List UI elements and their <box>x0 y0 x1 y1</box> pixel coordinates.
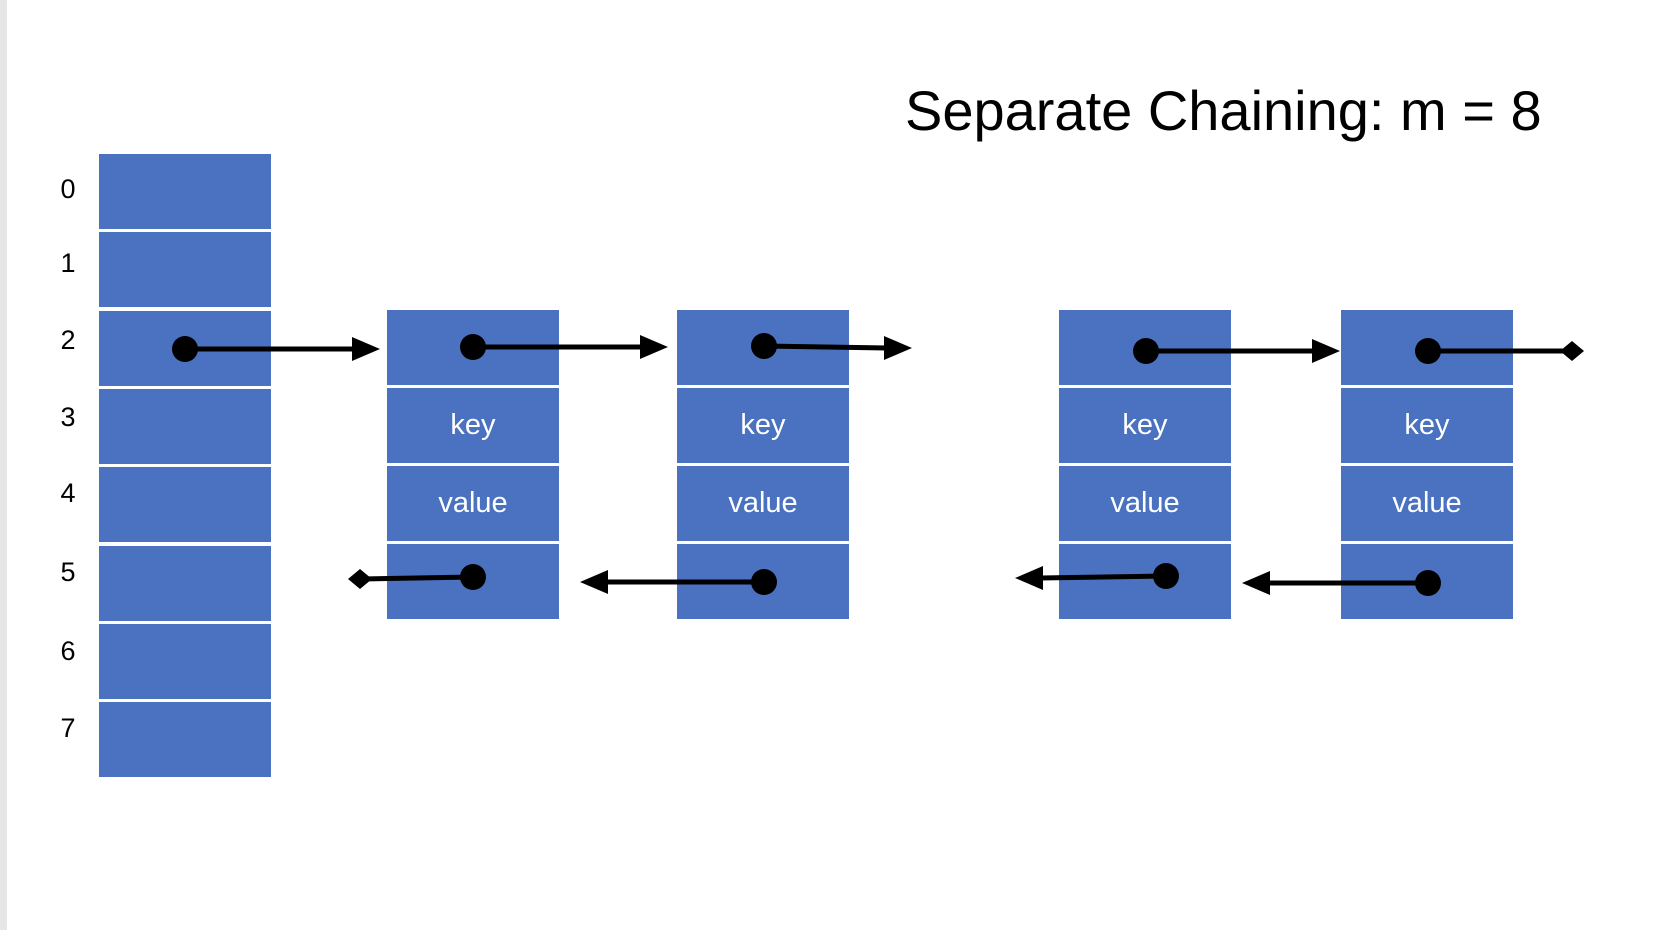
index-label-7: 7 <box>60 713 76 743</box>
table-slot-7 <box>99 702 271 777</box>
node-1-prev-null-arrow <box>348 564 486 590</box>
node-1-key-cell: key <box>387 388 559 463</box>
node-1-value-cell: value <box>387 466 559 541</box>
slot-2-to-node-1-arrow <box>172 336 380 362</box>
node-4-next-null-arrow <box>1415 338 1584 364</box>
index-label-1: 1 <box>60 248 76 278</box>
diagram-title: Separate Chaining: m = 8 <box>905 79 1542 142</box>
table-slot-6 <box>99 624 271 699</box>
node-2-key-cell: key <box>677 388 849 463</box>
index-label-2: 2 <box>60 325 76 355</box>
node-2-value-cell: value <box>677 466 849 541</box>
node-3-prev-cell <box>1059 544 1231 619</box>
index-label-3: 3 <box>60 402 76 432</box>
node-3-prev-arrow <box>1015 563 1179 590</box>
table-slot-0 <box>99 154 271 229</box>
index-label-6: 6 <box>60 636 76 666</box>
left-edge-bar <box>0 0 7 930</box>
table-slot-4 <box>99 467 271 542</box>
node-2-prev-arrow <box>580 569 777 595</box>
index-label-0: 0 <box>60 174 76 204</box>
table-slot-1 <box>99 232 271 307</box>
node-1-next-arrow <box>460 334 668 360</box>
table-slot-5 <box>99 546 271 621</box>
node-3-value-cell: value <box>1059 466 1231 541</box>
node-4-prev-arrow <box>1242 570 1441 596</box>
node-3-next-arrow <box>1133 338 1340 364</box>
index-label-4: 4 <box>60 478 76 508</box>
node-4-value-cell: value <box>1341 466 1513 541</box>
index-label-5: 5 <box>60 557 76 587</box>
table-slot-3 <box>99 389 271 464</box>
node-2-next-arrow <box>751 333 912 360</box>
node-3-key-cell: key <box>1059 388 1231 463</box>
node-4-key-cell: key <box>1341 388 1513 463</box>
